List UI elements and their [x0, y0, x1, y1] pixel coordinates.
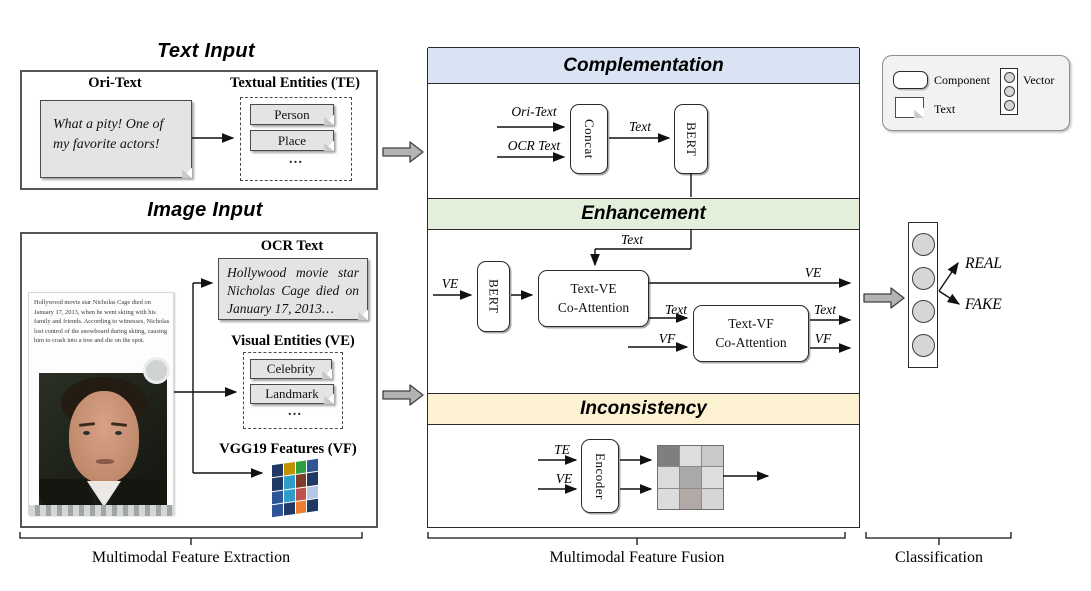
news-screenshot: Hollywood movie star Nicholas Cage died …: [28, 292, 174, 516]
visual-entity-celebrity: Celebrity: [250, 359, 332, 379]
te-flow-label: TE: [554, 442, 570, 457]
brace-fusion: [427, 532, 846, 545]
ori-text-card: What a pity! One of my favorite actors!: [40, 100, 192, 178]
nicolas-cage-photo: [39, 373, 167, 507]
text-ve-co-attention-box: Text-VE Co-Attention: [538, 270, 649, 327]
block-arrow-image-to-fusion: [382, 384, 424, 406]
vgg-features-icon: [271, 457, 319, 519]
text-vf-line2: Co-Attention: [715, 334, 787, 350]
photo-face-shape: [69, 391, 139, 483]
bert-box-complementation: BERT: [674, 104, 708, 174]
text-vf-line1: Text-VF: [728, 316, 774, 332]
arrow-to-fake: [938, 290, 961, 305]
ocr-text-flow-label: OCR Text: [507, 138, 561, 153]
ocr-text-content: Hollywood movie star Nicholas Cage died …: [227, 265, 359, 317]
text-flow-label-1: Text: [628, 119, 652, 134]
text-ve-line1: Text-VE: [570, 281, 617, 297]
vector-shape-icon: [1000, 68, 1018, 115]
textual-entity-place: Place: [250, 130, 334, 151]
block-arrow-text-to-fusion: [382, 141, 424, 163]
text-flow-label-2: Text: [620, 232, 644, 247]
brace-classification: [865, 532, 1012, 545]
brace-extraction: [19, 532, 363, 545]
photo-caption-bar: [29, 505, 173, 516]
ori-text-flow-label: Ori-Text: [511, 104, 557, 119]
news-article-text: Hollywood movie star Nicholas Cage died …: [34, 299, 170, 345]
footer-fusion-label: Multimodal Feature Fusion: [549, 549, 725, 566]
bert-box-enhancement: BERT: [477, 261, 510, 332]
component-shape-icon: [893, 71, 928, 89]
ve-out-flow-label: VE: [804, 265, 822, 280]
footer-classification-label: Classification: [895, 549, 983, 566]
bert-label: BERT: [486, 279, 502, 314]
legend-box: Component Text Vector: [882, 55, 1070, 131]
text-out-flow-label: Text: [813, 302, 837, 317]
ori-text-content: What a pity! One of my favorite actors!: [53, 117, 164, 152]
legend-component-label: Component: [934, 73, 990, 87]
ocr-text-card: Hollywood movie star Nicholas Cage died …: [218, 258, 368, 320]
visual-entities-label: Visual Entities (VE): [231, 333, 355, 349]
text-mid-flow-label: Text: [664, 302, 688, 317]
encoder-label: Encoder: [593, 452, 608, 500]
legend-text-label: Text: [934, 102, 956, 116]
text-vf-co-attention-box: Text-VF Co-Attention: [693, 305, 809, 362]
image-input-title: Image Input: [147, 199, 263, 221]
text-ve-line2: Co-Attention: [557, 299, 630, 315]
real-label: REAL: [965, 255, 1003, 272]
text-shape-icon: [895, 97, 924, 118]
te-ellipsis: …: [288, 152, 304, 167]
ocr-text-label: OCR Text: [260, 238, 324, 254]
footer-extraction-label: Multimodal Feature Extraction: [91, 549, 291, 566]
complementation-header: Complementation: [428, 47, 859, 85]
ve-in-flow-label: VE: [441, 276, 459, 291]
textual-entities-label: Textual Entities (TE): [230, 75, 360, 91]
concat-box: Concat: [570, 104, 608, 174]
arrow-to-real: [938, 261, 959, 292]
enhancement-header: Enhancement: [428, 198, 859, 230]
bert-label: BERT: [684, 121, 699, 157]
inconsistency-header: Inconsistency: [428, 393, 859, 425]
vf-in-flow-label: VF: [658, 331, 676, 346]
text-input-title: Text Input: [157, 40, 255, 62]
similarity-matrix: [657, 445, 724, 510]
block-arrow-fusion-to-classification: [863, 287, 905, 309]
concat-label: Concat: [582, 119, 597, 159]
photo-mouth: [96, 459, 114, 464]
encoder-box: Encoder: [581, 439, 619, 513]
ve-inc-flow-label: VE: [555, 471, 573, 486]
ori-text-label: Ori-Text: [88, 75, 142, 91]
photo-eye: [115, 431, 122, 435]
inconsistency-title: Inconsistency: [580, 398, 707, 419]
photo-eye: [83, 431, 90, 435]
photo-suit: [39, 479, 96, 507]
complementation-title: Complementation: [563, 54, 724, 76]
enhancement-title: Enhancement: [581, 203, 706, 224]
vf-out-flow-label: VF: [814, 331, 832, 346]
vgg19-features-label: VGG19 Features (VF): [219, 441, 357, 457]
ve-ellipsis: …: [287, 404, 303, 419]
legend-vector-label: Vector: [1023, 73, 1055, 87]
fake-label: FAKE: [965, 296, 1002, 313]
visual-entity-landmark: Landmark: [250, 384, 334, 404]
screenshot-button-icon: [143, 357, 170, 384]
output-vector-column: [908, 222, 938, 368]
textual-entity-person: Person: [250, 104, 334, 125]
